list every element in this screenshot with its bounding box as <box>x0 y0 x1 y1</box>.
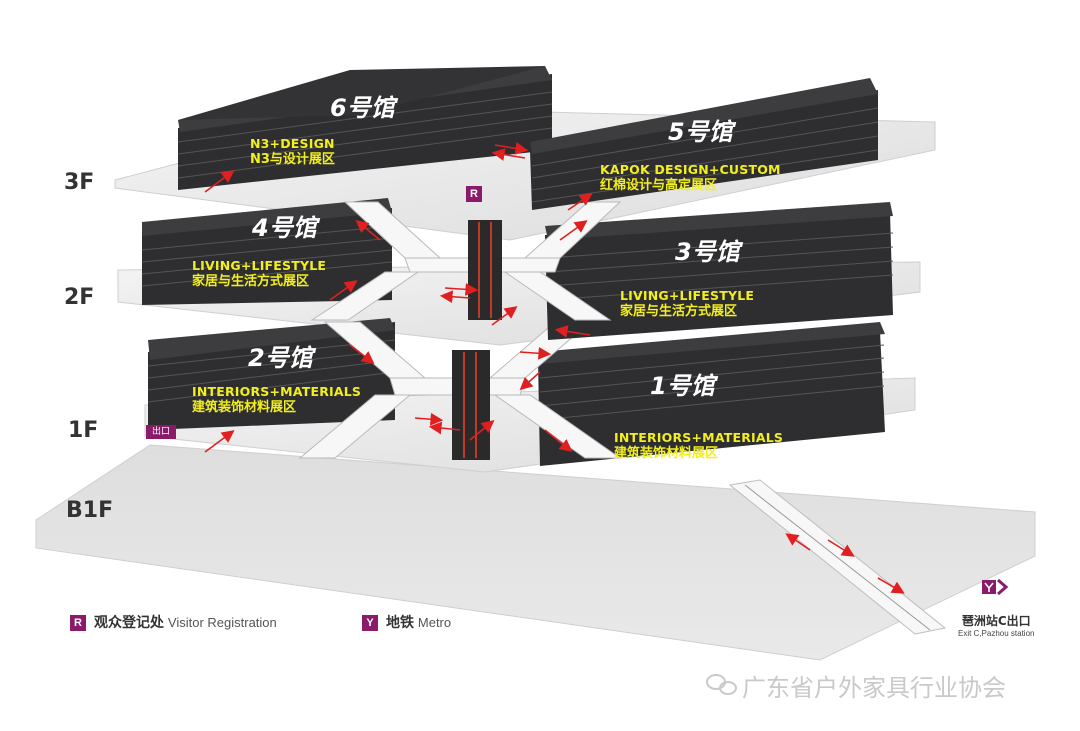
hall-5-zone-en: KAPOK DESIGN+CUSTOM <box>600 162 781 177</box>
hall-6-zone-cn: N3与设计展区 <box>250 152 335 167</box>
flow-arrows <box>204 142 905 594</box>
b1f-slab <box>35 444 1036 661</box>
metro-legend-icon: Y <box>362 615 378 632</box>
metro-legend-en: Metro <box>417 615 452 630</box>
hall-6-zone-en: N3+DESIGN <box>250 136 335 151</box>
metro-exit-cn: 琶洲站C出口 <box>961 614 1031 628</box>
floor-label-b1f: B1F <box>66 498 114 523</box>
registration-legend-en: Visitor Registration <box>167 615 277 630</box>
floor-label-1f: 1F <box>68 418 99 443</box>
registration-legend-cn: 观众登记处 <box>94 615 164 631</box>
hall-4-block <box>141 198 393 305</box>
hall-2-zone-en: INTERIORS+MATERIALS <box>192 384 362 399</box>
hall-1-zone: INTERIORS+MATERIALS 建筑装饰材料展区 <box>614 430 783 462</box>
hall-6-block <box>177 66 553 190</box>
hall-6-name: 6号馆 <box>330 94 395 122</box>
hall-6-zone: N3+DESIGN N3与设计展区 <box>250 136 335 168</box>
elevator-shaft-1f <box>452 350 490 460</box>
registration-legend-icon: R <box>70 615 86 632</box>
legend-metro: Y 地铁 Metro <box>362 612 451 632</box>
hall-5-zone-cn: 红棉设计与高定展区 <box>600 178 718 193</box>
elevator-shaft-2f <box>468 220 502 320</box>
metro-exit-en: Exit C,Pazhou station <box>958 629 1035 638</box>
hall-3-zone-en: LIVING+LIFESTYLE <box>620 288 755 303</box>
hall-4-name: 4号馆 <box>252 214 317 242</box>
hall-3-name: 3号馆 <box>675 238 740 266</box>
escalator-2f-3f <box>310 201 622 321</box>
hall-3-zone-cn: 家居与生活方式展区 <box>620 304 738 319</box>
hall-3-block <box>545 202 894 340</box>
hall-5-name: 5号馆 <box>668 118 733 146</box>
floor-label-2f: 2F <box>64 285 95 310</box>
hall-1-name: 1号馆 <box>650 372 715 400</box>
hall-1-zone-en: INTERIORS+MATERIALS <box>614 430 784 445</box>
hall-1-block <box>538 322 885 466</box>
hall-5-zone: KAPOK DESIGN+CUSTOM 红棉设计与高定展区 <box>600 162 781 194</box>
hall-3-zone: LIVING+LIFESTYLE 家居与生活方式展区 <box>620 288 754 320</box>
legend-registration: R 观众登记处 Visitor Registration <box>70 612 277 632</box>
registration-marker: R <box>466 186 482 202</box>
hall-5-block <box>530 78 879 210</box>
watermark-text: 广东省户外家具行业协会 <box>742 674 1006 702</box>
hall-4-zone-cn: 家居与生活方式展区 <box>192 274 310 289</box>
hall-2-zone: INTERIORS+MATERIALS 建筑装饰材料展区 <box>192 384 361 416</box>
metro-legend-cn: 地铁 <box>386 615 414 631</box>
hall-1-zone-cn: 建筑装饰材料展区 <box>614 446 719 461</box>
hall-4-zone: LIVING+LIFESTYLE 家居与生活方式展区 <box>192 258 326 290</box>
hall-2-zone-cn: 建筑装饰材料展区 <box>192 400 297 415</box>
hall-4-zone-en: LIVING+LIFESTYLE <box>192 258 327 273</box>
exit-marker: 出口 <box>146 425 176 439</box>
floor-label-3f: 3F <box>64 170 95 195</box>
wechat-icon <box>706 674 737 695</box>
metro-exit-icon <box>982 578 1009 596</box>
escalator-1f-2f <box>298 321 622 459</box>
metro-exit-caption: 琶洲站C出口 Exit C,Pazhou station <box>958 612 1034 638</box>
hall-2-name: 2号馆 <box>248 344 313 372</box>
